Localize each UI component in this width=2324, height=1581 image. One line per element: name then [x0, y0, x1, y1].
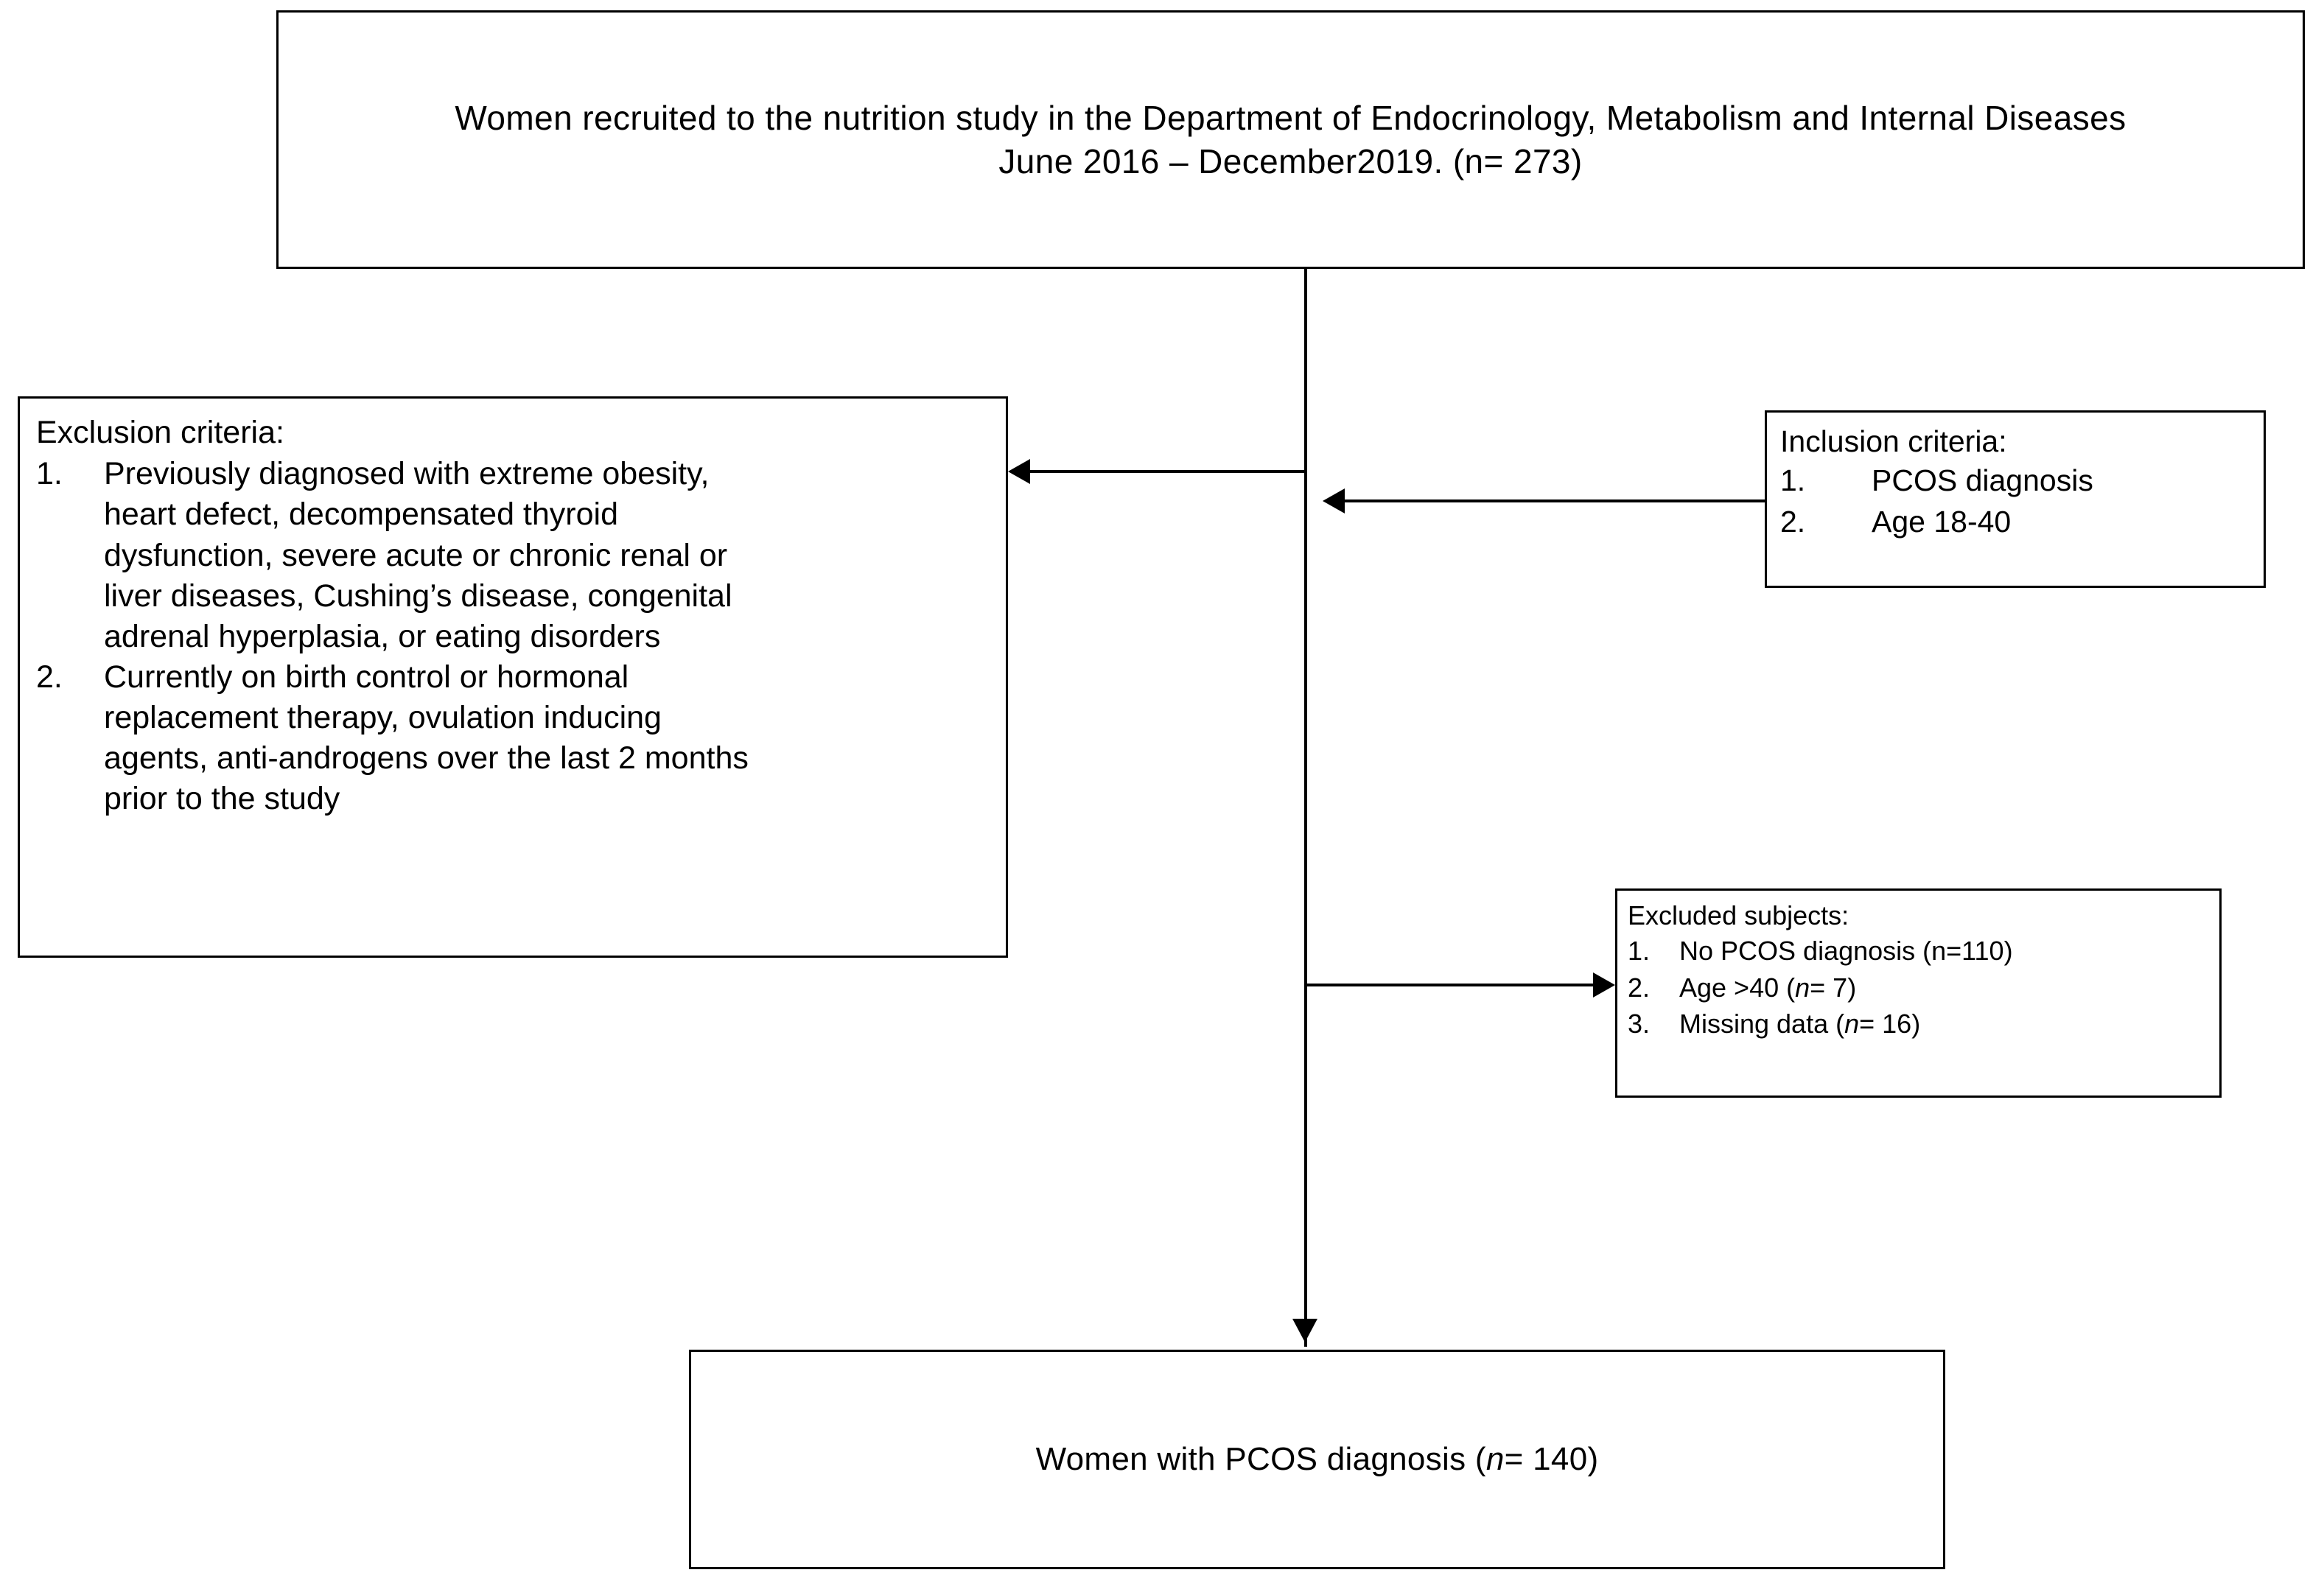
node-recruited-women-inner: Women recruited to the nutrition study i… [279, 13, 2303, 267]
list-item: 3. Missing data (n= 16) [1623, 1006, 2213, 1042]
list-item-number: 2. [1628, 972, 1651, 1003]
list-item: 2. Currently on birth control or hormona… [30, 657, 995, 819]
list-item-text-pre: Missing data ( [1679, 1009, 1845, 1040]
list-item-text: No PCOS diagnosis (n=110) [1679, 933, 2213, 970]
excluded-subjects-heading: Excluded subjects: [1628, 900, 1849, 930]
excluded-subjects-list: 1. No PCOS diagnosis (n=110) 2. Age >40 … [1623, 933, 2213, 1042]
node-exclusion-criteria-inner: Exclusion criteria: 1. Previously diagno… [20, 399, 1006, 956]
node-final-cohort: Women with PCOS diagnosis (n= 140) [689, 1350, 1945, 1569]
list-item-text-post: = 16) [1859, 1009, 1921, 1040]
final-cohort-text-italic: n [1485, 1441, 1505, 1477]
connector-main-vertical [1304, 269, 1307, 1347]
node-excluded-subjects: Excluded subjects: 1. No PCOS diagnosis … [1615, 888, 2222, 1098]
final-cohort-text-post: = 140) [1504, 1441, 1599, 1477]
arrowhead-left-from-inclusion [1323, 488, 1345, 513]
list-item-text-post: = 7) [1810, 972, 1857, 1003]
list-item: 2. Age 18-40 [1774, 502, 2256, 543]
final-cohort-text: Women with PCOS diagnosis (n= 140) [1036, 1441, 1599, 1478]
exclusion-criteria-heading: Exclusion criteria: [36, 415, 284, 450]
list-item-text: Currently on birth control or hormonal r… [104, 659, 749, 816]
node-recruited-women: Women recruited to the nutrition study i… [276, 10, 2305, 269]
list-item-text: Previously diagnosed with extreme obesit… [104, 456, 732, 654]
list-item-text: Age >40 (n= 7) [1679, 970, 2213, 1006]
node-excluded-subjects-inner: Excluded subjects: 1. No PCOS diagnosis … [1617, 891, 2219, 1096]
final-cohort-text-pre: Women with PCOS diagnosis ( [1035, 1441, 1486, 1477]
list-item: 1. PCOS diagnosis [1774, 460, 2256, 502]
list-item-text-italic: n [1844, 1009, 1860, 1040]
arrowhead-left-to-exclusion [1008, 459, 1030, 484]
arrowhead-down-to-result [1292, 1319, 1317, 1342]
list-item-text-pre: No PCOS diagnosis (n=110) [1679, 935, 2013, 966]
list-item-text: Missing data (n= 16) [1679, 1006, 2213, 1042]
list-item-number: 1. [1780, 463, 1806, 498]
recruited-women-text: Women recruited to the nutrition study i… [455, 98, 2127, 180]
inclusion-criteria-list: 1. PCOS diagnosis 2. Age 18-40 [1774, 460, 2256, 543]
node-exclusion-criteria: Exclusion criteria: 1. Previously diagno… [18, 396, 1008, 958]
list-item-text-pre: Age >40 ( [1679, 972, 1796, 1003]
node-final-cohort-inner: Women with PCOS diagnosis (n= 140) [691, 1352, 1943, 1567]
node-inclusion-criteria: Inclusion criteria: 1. PCOS diagnosis 2.… [1765, 410, 2266, 588]
list-item-text: PCOS diagnosis [1872, 463, 2093, 498]
list-item-number: 1. [1628, 935, 1651, 966]
list-item: 1. Previously diagnosed with extreme obe… [30, 454, 995, 656]
connector-from-inclusion [1345, 499, 1765, 502]
list-item-number: 2. [36, 659, 63, 695]
list-item-text: Age 18-40 [1872, 504, 2012, 539]
node-inclusion-criteria-inner: Inclusion criteria: 1. PCOS diagnosis 2.… [1767, 413, 2264, 586]
list-item-number: 3. [1628, 1009, 1651, 1040]
list-item-text-italic: n [1795, 972, 1810, 1003]
list-item-number: 2. [1780, 504, 1806, 539]
connector-to-excluded [1306, 984, 1593, 986]
list-item: 1. No PCOS diagnosis (n=110) [1623, 933, 2213, 970]
arrowhead-right-to-excluded [1593, 972, 1615, 998]
exclusion-criteria-list: 1. Previously diagnosed with extreme obe… [30, 454, 995, 818]
list-item: 2. Age >40 (n= 7) [1623, 970, 2213, 1006]
inclusion-criteria-heading: Inclusion criteria: [1780, 424, 2007, 458]
connector-to-exclusion [1030, 470, 1306, 473]
list-item-number: 1. [36, 456, 63, 492]
